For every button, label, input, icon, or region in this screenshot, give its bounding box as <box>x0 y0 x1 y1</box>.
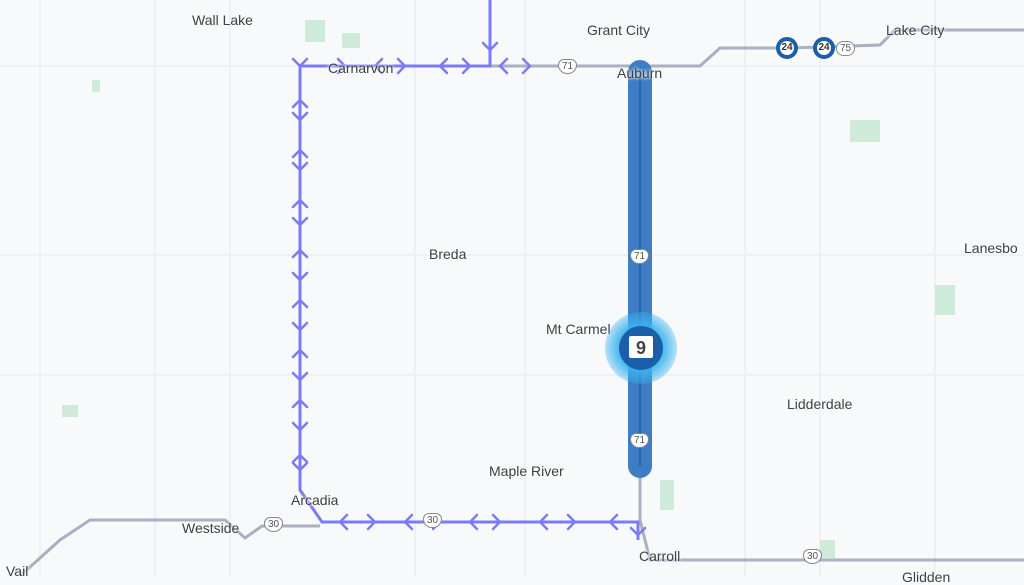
route-arrow <box>291 111 309 122</box>
highway-shield: 75 <box>836 41 856 56</box>
place-label: Grant City <box>587 22 651 38</box>
route-arrow <box>291 98 309 109</box>
route-arrow <box>403 513 414 531</box>
route-arrow <box>438 57 449 75</box>
highway-shield: 71 <box>630 433 650 448</box>
place-label: Mt Carmel <box>546 321 611 337</box>
route-arrow <box>629 526 647 537</box>
route-arrow <box>336 57 347 75</box>
marker-badge: 9 <box>619 326 663 370</box>
highway-shield: 30 <box>264 517 284 532</box>
place-label: Lake City <box>886 22 945 38</box>
route-arrow <box>291 161 309 172</box>
route-arrow <box>291 461 309 472</box>
route-arrow <box>291 216 309 227</box>
route-arrow <box>291 398 309 409</box>
route-arrow <box>566 513 577 531</box>
route-arrow <box>291 321 309 332</box>
place-label: Glidden <box>902 569 951 585</box>
route-arrow <box>291 248 309 259</box>
route-arrow <box>366 513 377 531</box>
place-label: Wall Lake <box>192 12 253 28</box>
detour-route[interactable] <box>298 0 640 540</box>
place-label: Arcadia <box>291 492 339 508</box>
highway-shield: 24 <box>776 37 798 59</box>
route-arrow <box>291 453 309 464</box>
route-arrow <box>461 57 472 75</box>
route-arrow <box>491 513 502 531</box>
place-label: Auburn <box>617 65 663 81</box>
place-label: Vail <box>6 563 29 579</box>
place-label: Carroll <box>639 548 681 564</box>
highway-shield: 71 <box>558 59 578 74</box>
route-arrow <box>373 57 384 75</box>
highway-shield: 24 <box>813 37 835 59</box>
highway-shield: 30 <box>803 549 823 564</box>
highway-shield: 71 <box>630 249 650 264</box>
route-arrow <box>291 298 309 309</box>
route-arrow <box>498 57 509 75</box>
route-arrow <box>291 57 309 68</box>
highway-shield: 30 <box>423 513 443 528</box>
place-label: Westside <box>182 520 240 536</box>
place-label: Carnarvon <box>328 60 394 76</box>
route-arrow <box>521 57 532 75</box>
route-arrow <box>481 41 499 52</box>
place-label: Maple River <box>489 463 564 479</box>
event-marker[interactable]: 9 <box>605 312 677 384</box>
route-arrow <box>608 513 619 531</box>
place-label: Lanesbo <box>964 240 1018 256</box>
route-arrow <box>396 57 407 75</box>
route-arrow <box>291 371 309 382</box>
route-arrow <box>538 513 549 531</box>
route-arrow <box>338 513 349 531</box>
route-arrow <box>291 348 309 359</box>
place-label: Lidderdale <box>787 396 853 412</box>
route-arrow <box>291 271 309 282</box>
route-arrow <box>468 513 479 531</box>
calendar-icon: 9 <box>629 336 653 358</box>
route-direction-arrows <box>291 41 647 537</box>
parks <box>62 20 955 558</box>
route-arrow <box>291 148 309 159</box>
place-label: Breda <box>429 246 467 262</box>
route-arrow <box>291 198 309 209</box>
route-arrow <box>291 421 309 432</box>
highways <box>18 0 1024 576</box>
